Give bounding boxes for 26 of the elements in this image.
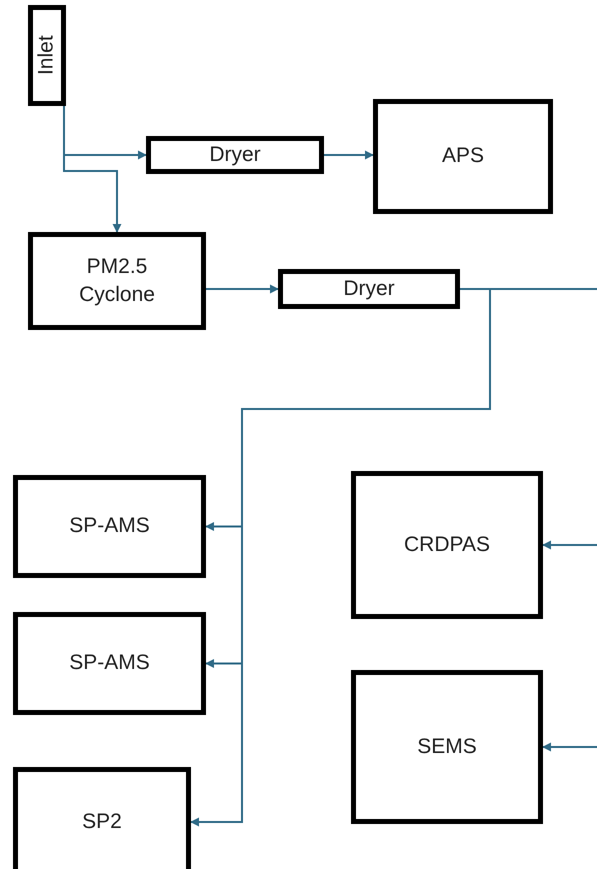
connector-arrow (206, 284, 279, 294)
connector-arrow (324, 150, 374, 160)
box-label: Inlet (34, 36, 59, 76)
connector-arrow (542, 742, 597, 752)
box-label: APS (442, 143, 484, 170)
process-box (28, 5, 66, 106)
process-box (146, 136, 324, 174)
connector-arrow (542, 540, 597, 550)
box-label: PM2.5 Cyclone (78, 254, 156, 308)
box-label: SP-AMS (69, 650, 150, 676)
process-box (351, 670, 543, 824)
connector-arrow (190, 288, 491, 826)
process-box (278, 269, 460, 309)
box-label: SP-AMS (69, 513, 150, 540)
process-box (351, 471, 543, 619)
box-label: Dryer (343, 276, 395, 302)
box-label: SP2 (82, 808, 122, 835)
process-box (373, 99, 553, 214)
box-label: CRDPAS (404, 532, 490, 558)
process-box (28, 232, 206, 330)
connector-arrow (63, 106, 122, 233)
process-box (13, 767, 191, 869)
box-label: Dryer (209, 142, 261, 168)
process-box (13, 475, 206, 578)
process-box (13, 612, 206, 715)
box-label: SEMS (417, 734, 477, 760)
